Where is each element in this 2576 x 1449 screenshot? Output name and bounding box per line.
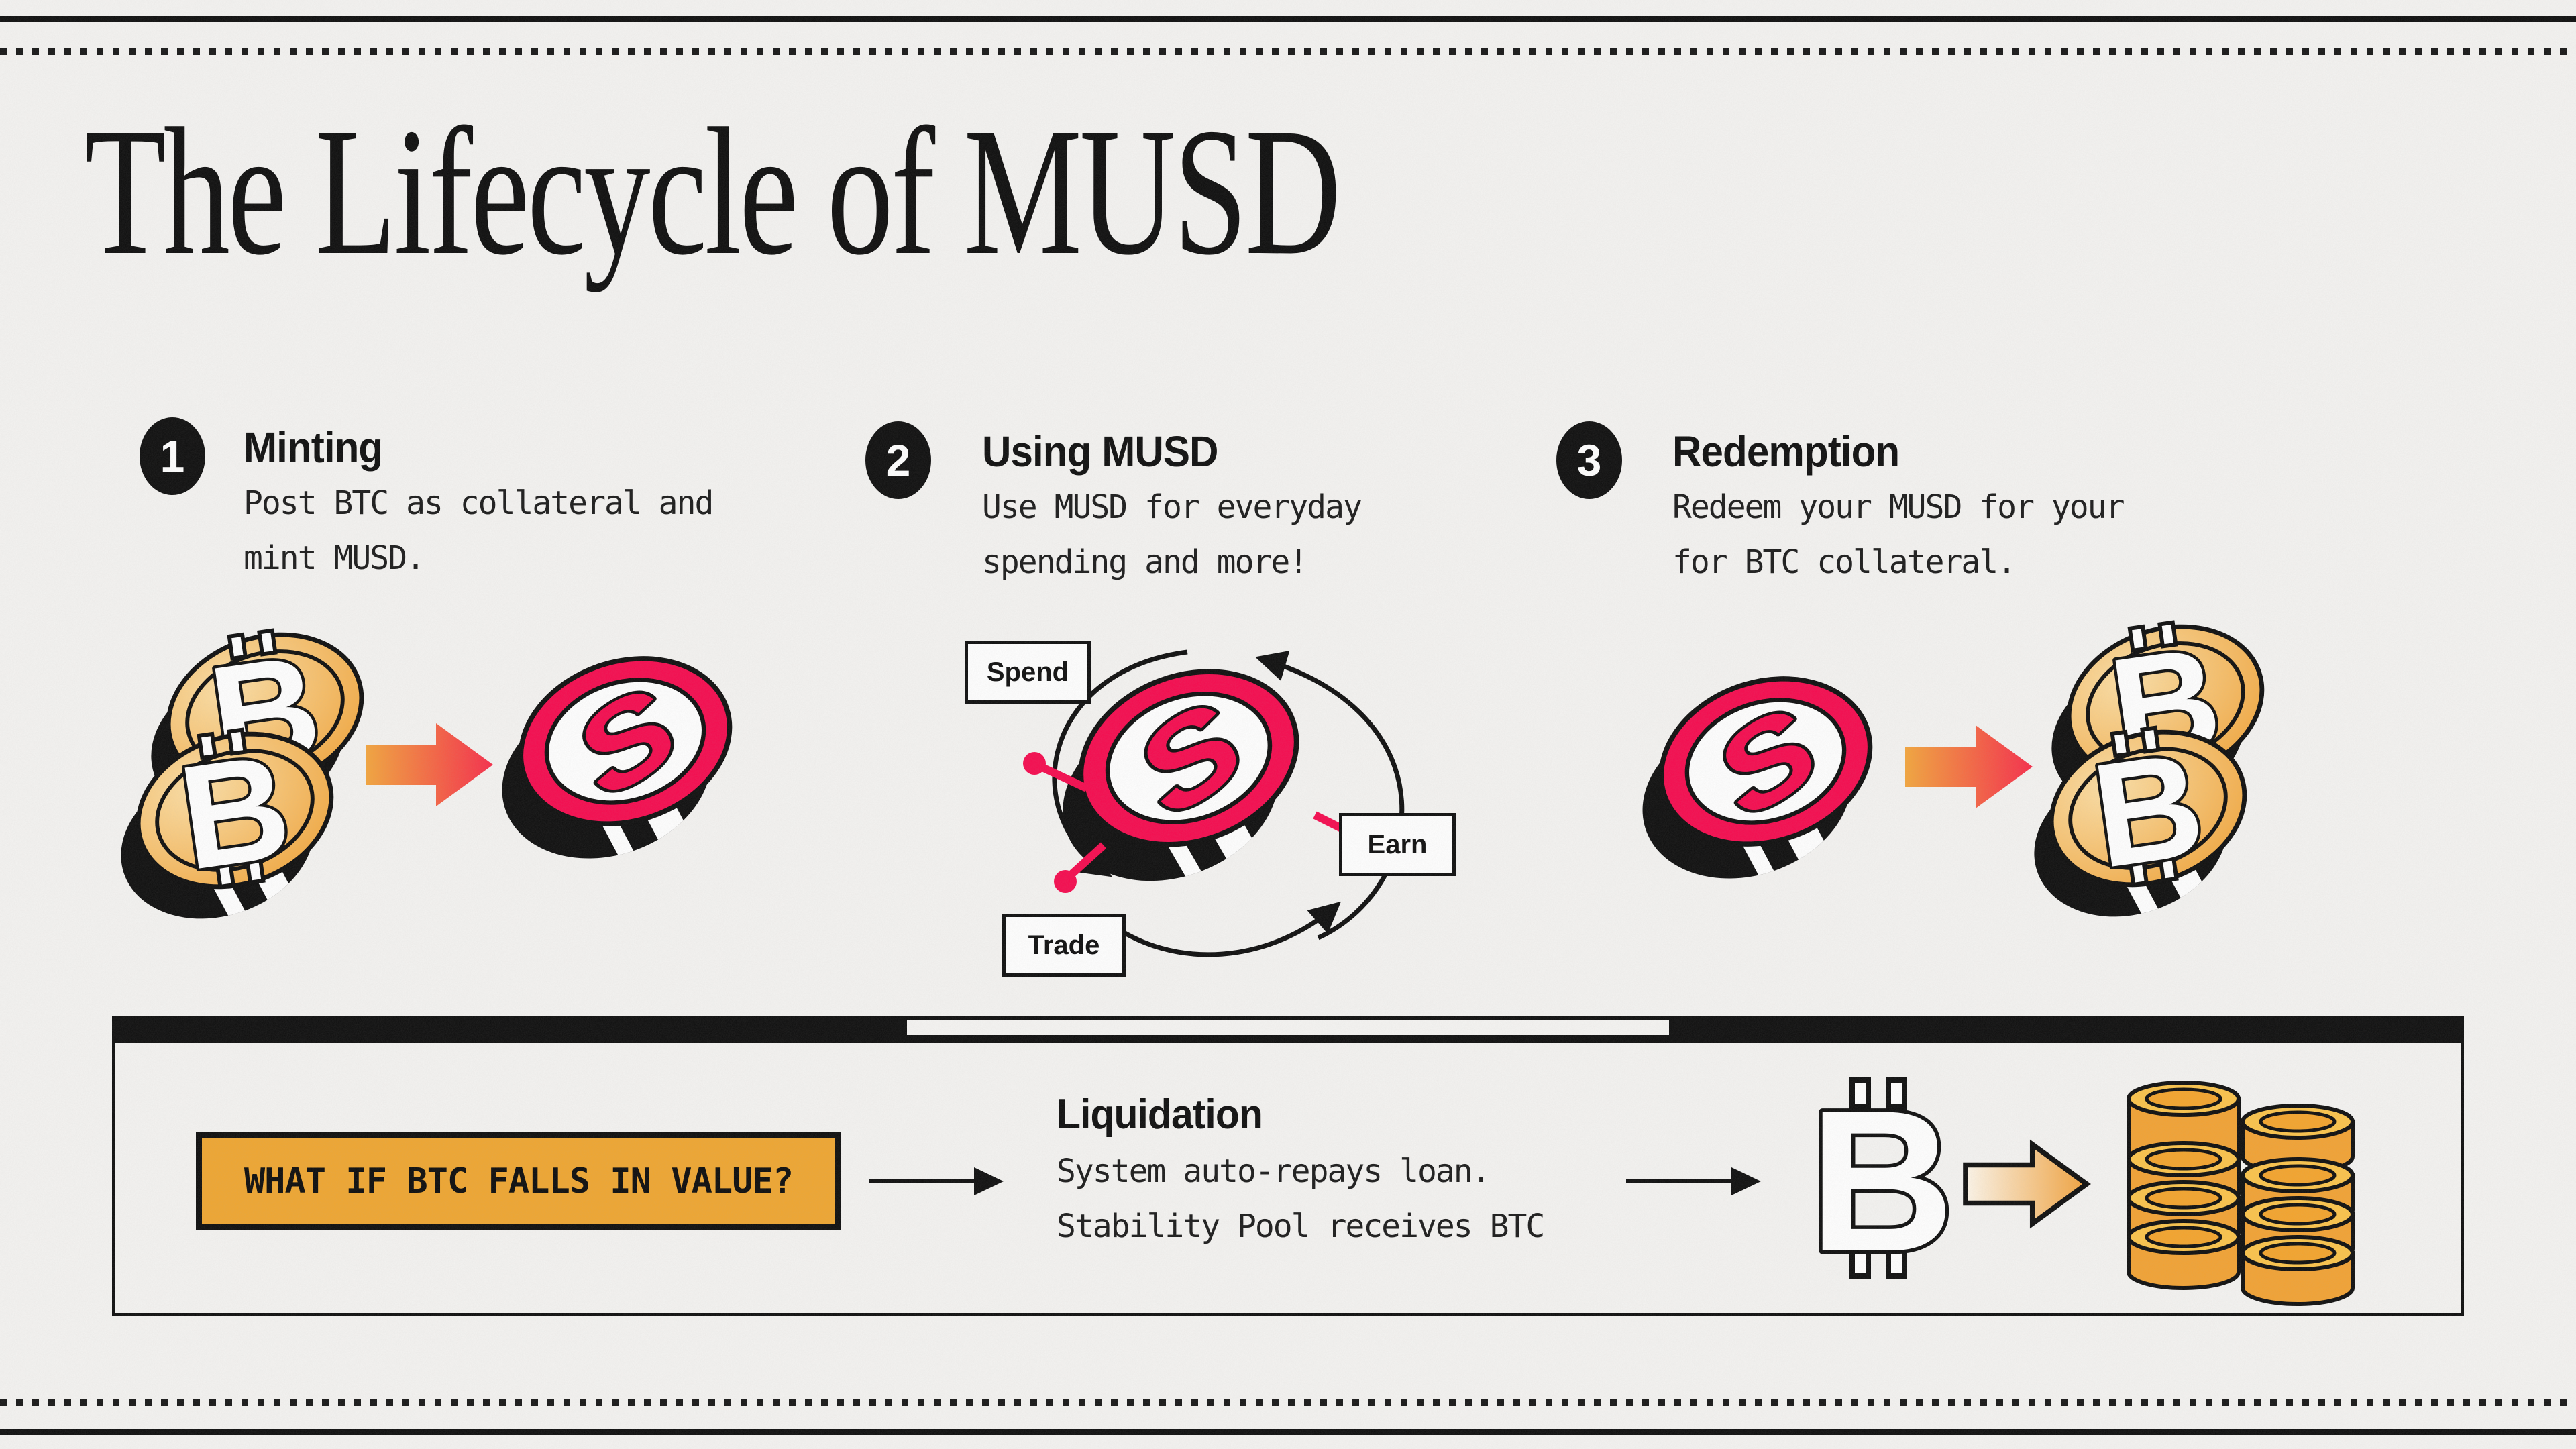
spend-label-box: Spend — [965, 641, 1091, 704]
liquidation-line: Stability Pool receives BTC — [1057, 1208, 1545, 1245]
step-number-badge: 3 — [1556, 421, 1622, 499]
top-border-line — [0, 16, 2576, 22]
flow-arrow-head — [974, 1167, 1004, 1195]
flow-arrow-line — [869, 1179, 975, 1183]
page-title: The Lifecycle of MUSD — [85, 91, 1341, 292]
step-description-line: mint MUSD. — [244, 539, 425, 577]
coin-stacks-icon — [2129, 1083, 2353, 1304]
flow-arrow-head — [1731, 1167, 1761, 1195]
redeem-arrow-icon — [1905, 725, 2033, 808]
step-number: 1 — [160, 431, 185, 481]
step-description-line: Redeem your MUSD for your — [1672, 488, 2125, 526]
liquidation-illustration: B — [1805, 1065, 2368, 1308]
btc-symbol-icon: B — [1805, 1065, 1958, 1297]
transfer-arrow-icon — [1963, 1139, 2091, 1229]
top-dotted-line — [0, 48, 2576, 55]
step-description-line: Post BTC as collateral and — [244, 484, 714, 522]
step-number-badge: 1 — [140, 417, 205, 495]
step-description-line: Use MUSD for everyday — [982, 488, 1362, 526]
step-description-line: for BTC collateral. — [1672, 543, 2017, 581]
spend-label: Spend — [986, 657, 1069, 687]
trade-label: Trade — [1028, 930, 1100, 960]
btc-b-glyph-large: B — [1809, 1068, 1955, 1293]
liquidation-title: Liquidation — [1057, 1091, 1263, 1138]
redemption-illustration — [1644, 604, 2308, 919]
step-number: 3 — [1576, 435, 1602, 485]
step-number-badge: 2 — [865, 421, 931, 499]
flow-arrow-line — [1626, 1179, 1732, 1183]
step-title: Minting — [244, 423, 383, 472]
liquidation-line: System auto-repays loan. — [1057, 1152, 1491, 1190]
bottom-dotted-line — [0, 1399, 2576, 1406]
question-box: WHAT IF BTC FALLS IN VALUE? — [196, 1132, 841, 1230]
earn-label: Earn — [1367, 829, 1428, 859]
trade-label-box: Trade — [1002, 914, 1126, 977]
mint-arrow-icon — [366, 723, 493, 806]
bottom-border-line — [0, 1429, 2576, 1435]
step-title: Using MUSD — [982, 427, 1219, 476]
step-description-line: spending and more! — [982, 543, 1308, 581]
divider-bar-inset — [907, 1020, 1669, 1035]
earn-label-box: Earn — [1339, 813, 1456, 876]
step-number: 2 — [885, 435, 911, 485]
minting-illustration — [114, 604, 751, 926]
step-title: Redemption — [1672, 427, 1900, 476]
question-box-label: WHAT IF BTC FALLS IN VALUE? — [244, 1161, 794, 1201]
